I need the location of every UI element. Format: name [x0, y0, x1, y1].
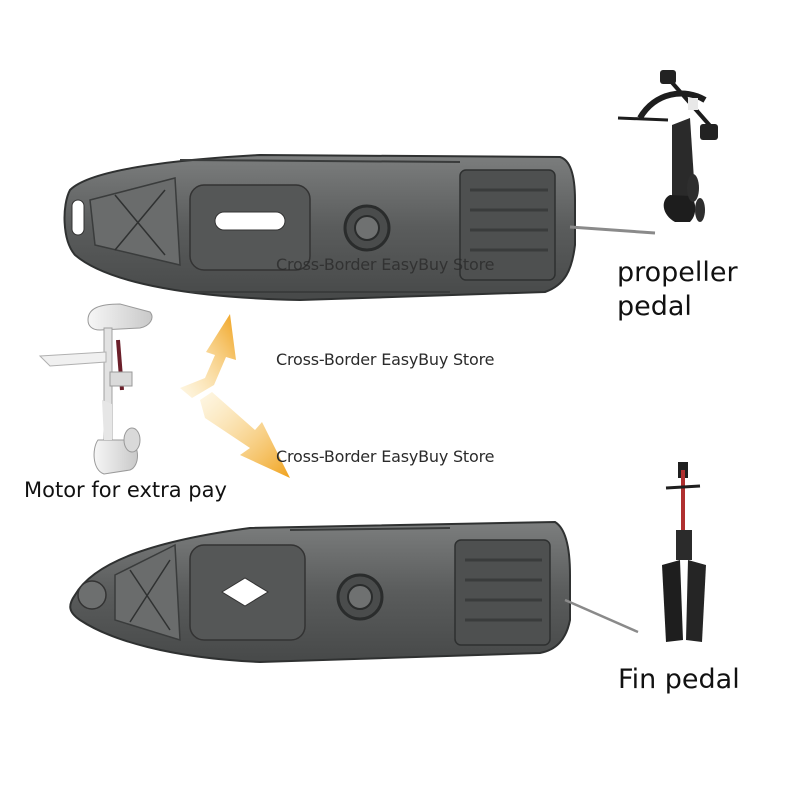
arrow-down-icon — [200, 392, 290, 478]
arrow-up-icon — [180, 314, 236, 398]
watermark-text: Cross-Border EasyBuy Store — [276, 255, 495, 274]
motor-label: Motor for extra pay — [24, 478, 227, 502]
propeller-label-line2: pedal — [617, 291, 692, 322]
electric-motor-image — [38, 303, 153, 475]
propeller-pedal-label: propeller pedal — [617, 256, 787, 324]
fin-pedal-image — [662, 462, 706, 642]
kayak-top-image — [63, 153, 656, 302]
kayak-bottom-image — [69, 520, 639, 664]
propeller-label-line1: propeller — [617, 257, 738, 288]
propeller-pedal-image — [617, 70, 718, 222]
watermark-text: Cross-Border EasyBuy Store — [276, 447, 495, 466]
watermark-text: Cross-Border EasyBuy Store — [276, 350, 495, 369]
fin-pedal-label: Fin pedal — [618, 664, 740, 695]
